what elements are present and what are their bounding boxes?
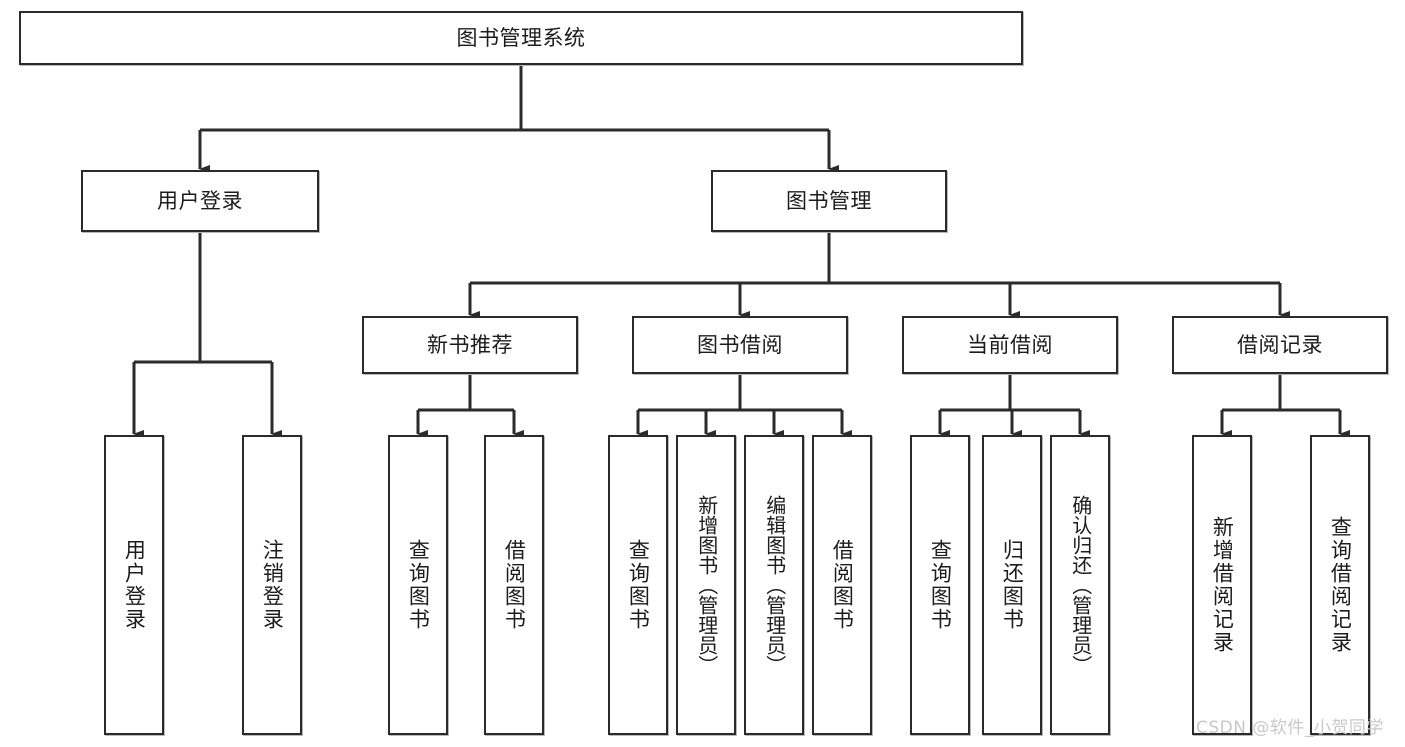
- node-leaf-add-borrow-record[interactable]: 新增借阅记录: [1192, 435, 1252, 735]
- node-leaf-query-book-current-label: 查询图书: [928, 539, 953, 631]
- node-leaf-query-book-recommend[interactable]: 查询图书: [388, 435, 448, 735]
- node-leaf-borrow-book[interactable]: 借阅图书: [812, 435, 872, 735]
- node-new-book-recommend-label: 新书推荐: [427, 332, 513, 357]
- node-leaf-edit-book-label: 编辑图书（管理员）: [762, 495, 787, 675]
- node-book-management-label: 图书管理: [786, 188, 872, 213]
- node-root[interactable]: 图书管理系统: [19, 11, 1023, 65]
- node-current-borrow-label: 当前借阅: [967, 332, 1053, 357]
- node-leaf-user-login[interactable]: 用户登录: [104, 435, 164, 735]
- node-leaf-confirm-return-label: 确认归还（管理员）: [1068, 495, 1093, 675]
- node-leaf-borrow-book-label: 借阅图书: [830, 539, 855, 631]
- node-book-borrow[interactable]: 图书借阅: [632, 316, 848, 374]
- node-leaf-query-book-borrow-label: 查询图书: [626, 539, 651, 631]
- csdn-watermark: CSDN @软件_小贺同学: [1196, 718, 1384, 738]
- node-borrow-record-label: 借阅记录: [1237, 332, 1323, 357]
- node-book-borrow-label: 图书借阅: [697, 332, 783, 357]
- node-root-label: 图书管理系统: [456, 25, 586, 50]
- node-leaf-logout-label: 注销登录: [260, 539, 285, 631]
- node-leaf-borrow-book-recommend[interactable]: 借阅图书: [484, 435, 544, 735]
- node-borrow-record[interactable]: 借阅记录: [1172, 316, 1388, 374]
- node-user-login-label: 用户登录: [157, 188, 243, 213]
- node-current-borrow[interactable]: 当前借阅: [902, 316, 1118, 374]
- node-leaf-add-borrow-record-label: 新增借阅记录: [1210, 516, 1235, 654]
- node-leaf-return-book-label: 归还图书: [1000, 539, 1025, 631]
- node-book-management[interactable]: 图书管理: [711, 170, 947, 232]
- node-leaf-borrow-book-recommend-label: 借阅图书: [502, 539, 527, 631]
- node-leaf-add-book-label: 新增图书（管理员）: [694, 495, 719, 675]
- node-user-login[interactable]: 用户登录: [81, 170, 319, 232]
- node-leaf-return-book[interactable]: 归还图书: [982, 435, 1042, 735]
- node-leaf-query-borrow-record[interactable]: 查询借阅记录: [1310, 435, 1370, 735]
- node-leaf-user-login-label: 用户登录: [122, 539, 147, 631]
- node-leaf-logout[interactable]: 注销登录: [242, 435, 302, 735]
- node-leaf-query-book-recommend-label: 查询图书: [406, 539, 431, 631]
- node-leaf-confirm-return[interactable]: 确认归还（管理员）: [1050, 435, 1110, 735]
- node-leaf-query-book-current[interactable]: 查询图书: [910, 435, 970, 735]
- node-leaf-query-borrow-record-label: 查询借阅记录: [1328, 516, 1353, 654]
- node-leaf-query-book-borrow[interactable]: 查询图书: [608, 435, 668, 735]
- node-leaf-add-book[interactable]: 新增图书（管理员）: [676, 435, 736, 735]
- node-leaf-edit-book[interactable]: 编辑图书（管理员）: [744, 435, 804, 735]
- node-new-book-recommend[interactable]: 新书推荐: [362, 316, 578, 374]
